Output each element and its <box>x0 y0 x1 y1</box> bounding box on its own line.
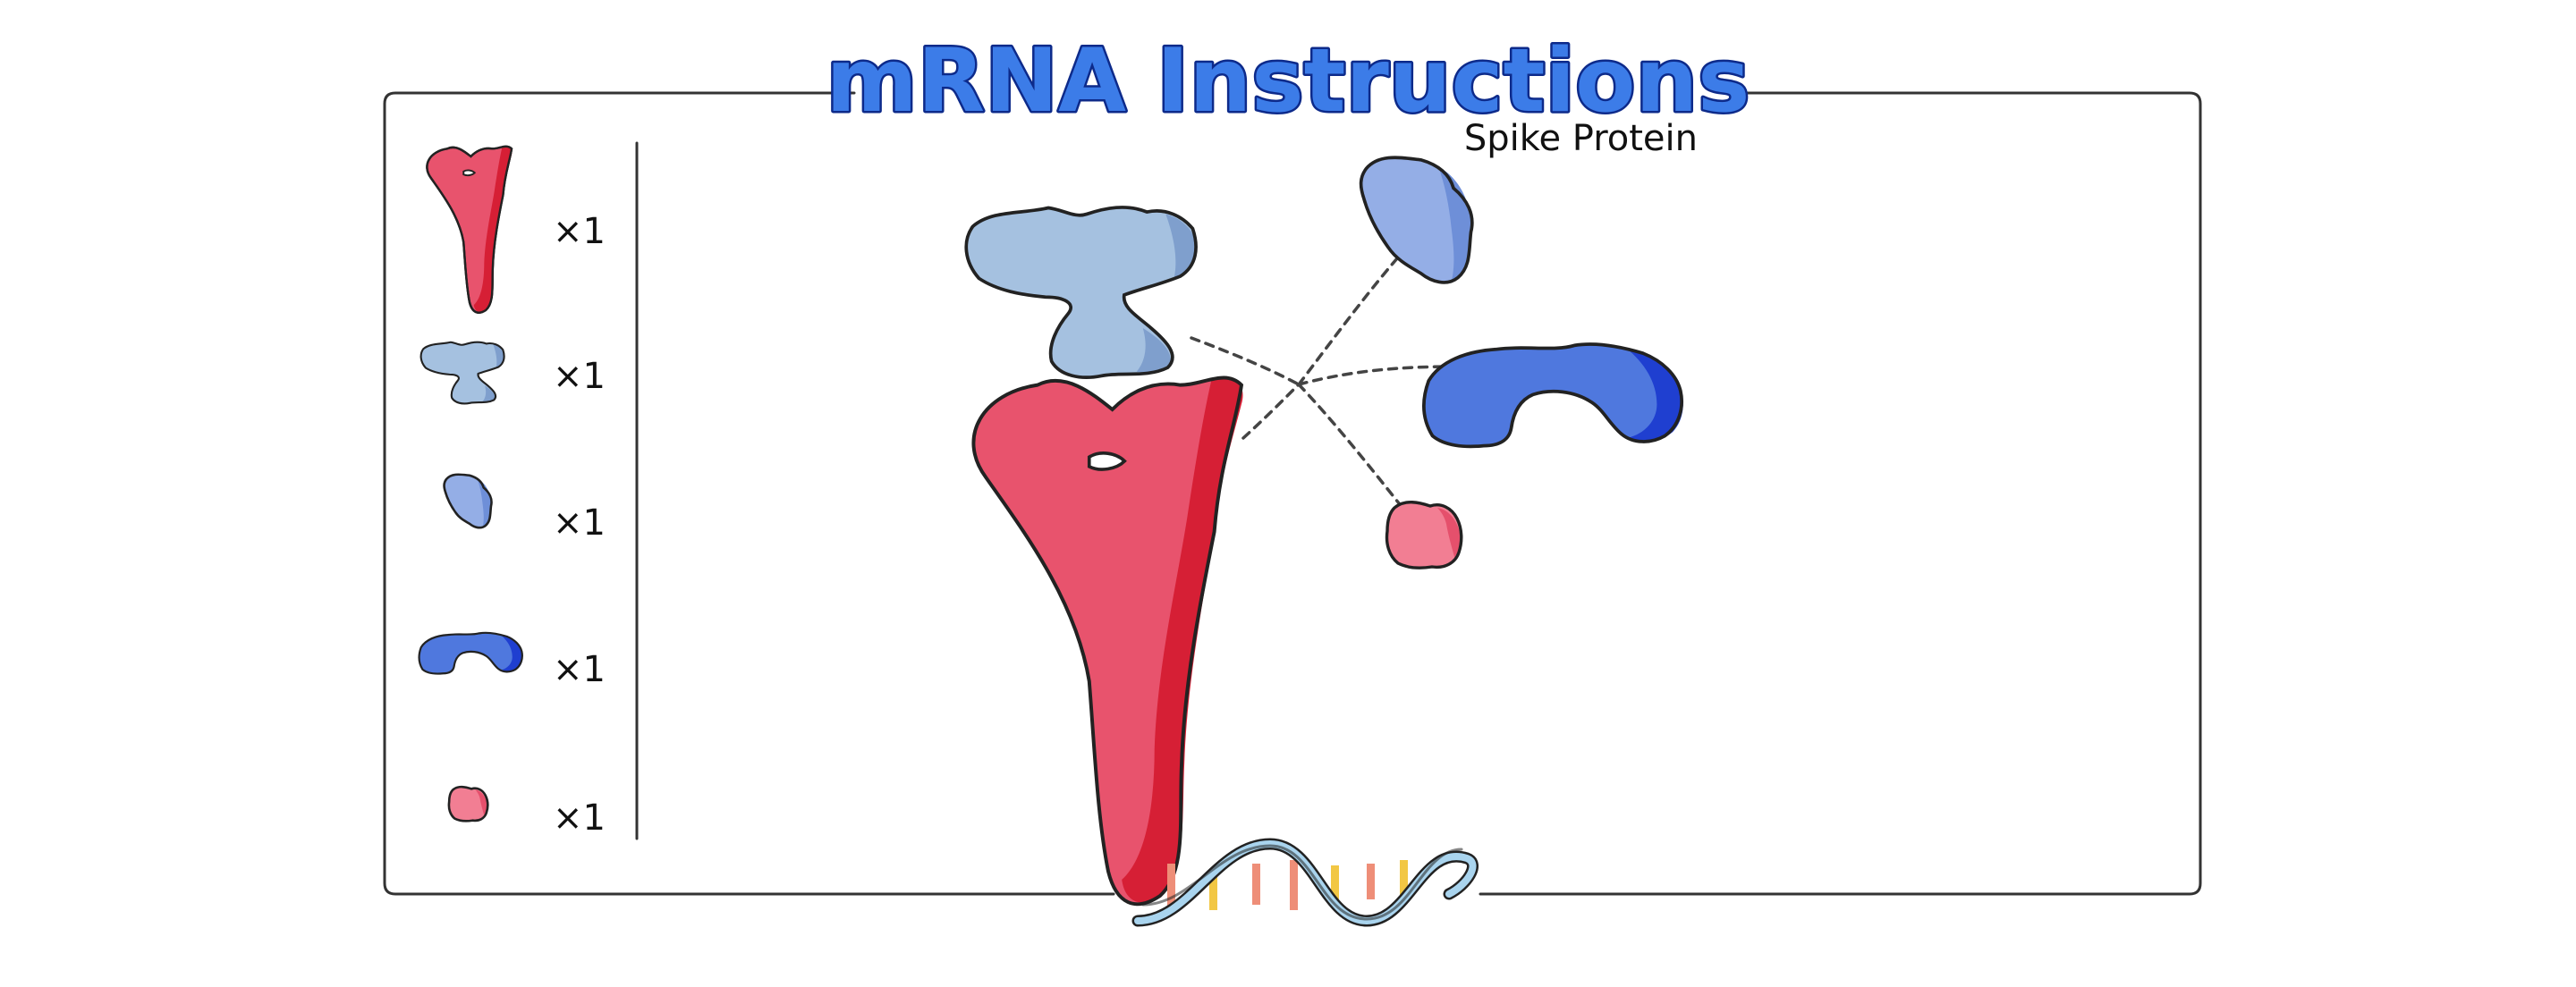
legend-count: ×1 <box>553 797 606 839</box>
legend-item-periwinkle: ×1 <box>443 473 606 544</box>
connector-x-piece <box>1190 336 1301 386</box>
connector-v-piece <box>1241 383 1301 440</box>
light-blue-x-piece-icon <box>419 341 505 405</box>
subtitle: Spike Protein <box>1464 118 1698 159</box>
legend-item-light-blue-x: ×1 <box>419 341 606 405</box>
dna-helix-icon <box>1131 838 1479 927</box>
connector-periwinkle-piece <box>1297 249 1406 386</box>
legend-count: ×1 <box>553 211 606 252</box>
light-blue-x-piece <box>964 206 1198 379</box>
blue-arch-piece <box>1421 342 1684 449</box>
connector-pink-piece <box>1297 383 1404 510</box>
instruction-frame <box>383 91 2202 896</box>
periwinkle-piece-icon <box>443 473 493 529</box>
red-v-piece <box>971 375 1243 907</box>
legend-count: ×1 <box>553 649 606 690</box>
pink-small-piece-icon <box>447 785 489 822</box>
page-title: mRNA Instructions <box>824 29 1752 135</box>
legend-count: ×1 <box>553 356 606 397</box>
periwinkle-piece <box>1359 156 1474 284</box>
legend-count: ×1 <box>553 502 606 544</box>
pink-small-piece <box>1385 501 1463 569</box>
legend-item-blue-arch: ×1 <box>418 631 606 690</box>
title-text: mRNA Instructions <box>826 30 1750 132</box>
red-v-piece-icon <box>426 145 513 314</box>
blue-arch-piece-icon <box>418 631 523 675</box>
legend-item-pink-small: ×1 <box>447 785 606 839</box>
legend-panel: ×1 ×1 ×1 ×1 <box>418 145 606 839</box>
legend-item-red-v: ×1 <box>426 145 606 314</box>
